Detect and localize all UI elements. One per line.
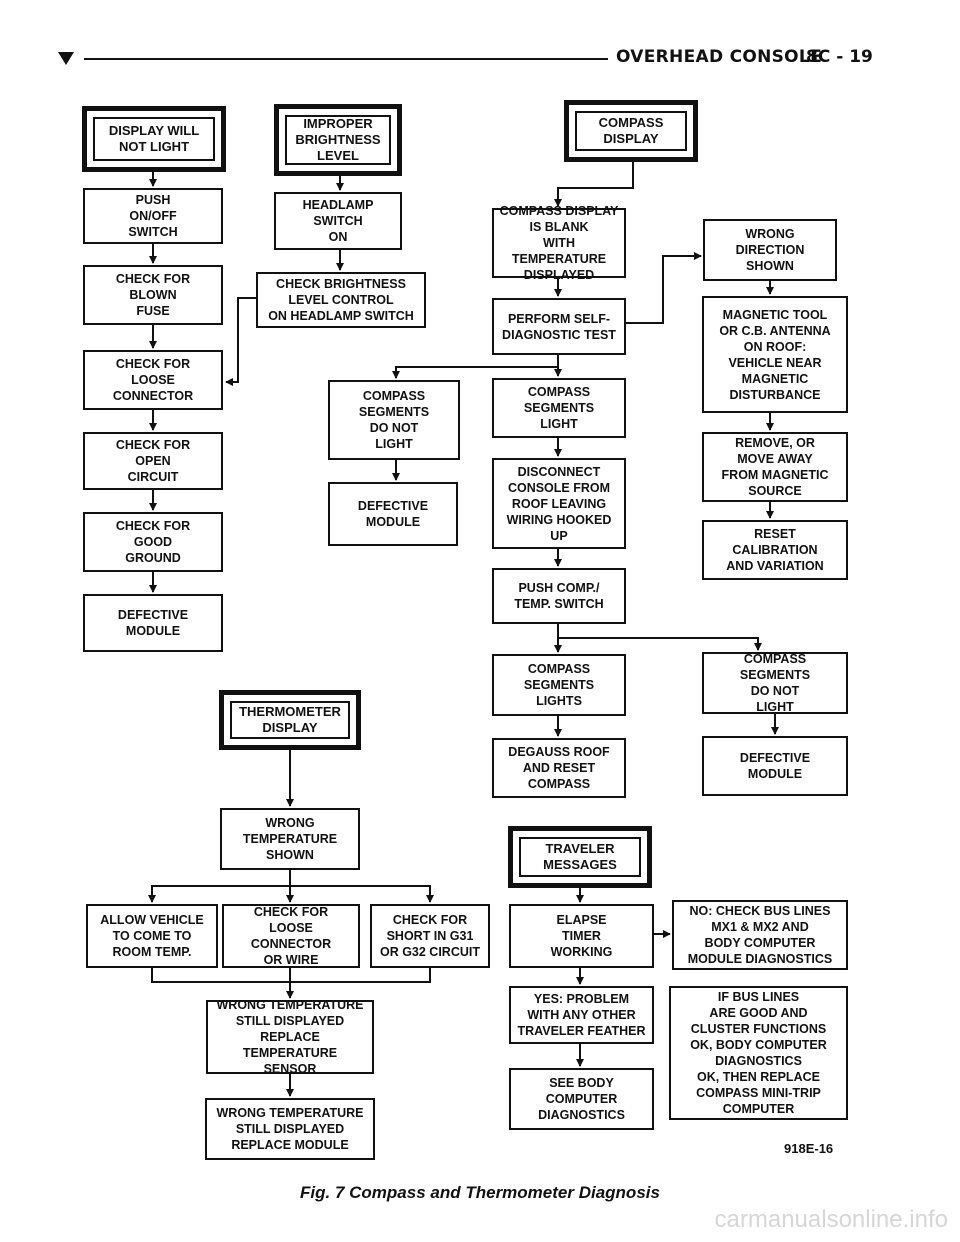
header-rule	[84, 58, 608, 60]
headlamp-switch-on-step: HEADLAMP SWITCH ON	[274, 192, 402, 250]
display-will-not-light-title: DISPLAY WILL NOT LIGHT	[82, 106, 226, 172]
yes-problem-step: YES: PROBLEM WITH ANY OTHER TRAVELER FEA…	[509, 986, 654, 1044]
push-on-off-switch-step: PUSH ON/OFF SWITCH	[83, 188, 223, 244]
thermometer-display-title: THERMOMETER DISPLAY	[219, 690, 361, 750]
magnetic-disturbance-step: MAGNETIC TOOL OR C.B. ANTENNA ON ROOF: V…	[702, 296, 848, 413]
figure-id: 918E-16	[784, 1141, 834, 1156]
check-blown-fuse-step: CHECK FOR BLOWN FUSE	[83, 265, 223, 325]
check-loose-connector-wire-step: CHECK FOR LOOSE CONNECTOR OR WIRE	[222, 904, 360, 968]
check-good-ground-step: CHECK FOR GOOD GROUND	[83, 512, 223, 572]
allow-room-temp-step: ALLOW VEHICLE TO COME TO ROOM TEMP.	[86, 904, 218, 968]
self-diagnostic-test-step: PERFORM SELF- DIAGNOSTIC TEST	[492, 298, 626, 355]
check-open-circuit-step: CHECK FOR OPEN CIRCUIT	[83, 432, 223, 490]
compass-display-title: COMPASS DISPLAY	[564, 100, 698, 162]
defective-module-a-step: DEFECTIVE MODULE	[328, 482, 458, 546]
disconnect-console-step: DISCONNECT CONSOLE FROM ROOF LEAVING WIR…	[492, 458, 626, 549]
reset-calibration-step: RESET CALIBRATION AND VARIATION	[702, 520, 848, 580]
see-body-computer-step: SEE BODY COMPUTER DIAGNOSTICS	[509, 1068, 654, 1130]
check-short-circuit-step: CHECK FOR SHORT IN G31 OR G32 CIRCUIT	[370, 904, 490, 968]
replace-sensor-step: WRONG TEMPERATURE STILL DISPLAYED REPLAC…	[206, 998, 374, 1076]
segments-do-not-light-step: COMPASS SEGMENTS DO NOT LIGHT	[328, 380, 460, 460]
check-brightness-level-step: CHECK BRIGHTNESS LEVEL CONTROL ON HEADLA…	[256, 272, 426, 328]
replace-mini-trip-step: IF BUS LINES ARE GOOD AND CLUSTER FUNCTI…	[669, 986, 848, 1120]
defective-module-b-step: DEFECTIVE MODULE	[702, 736, 848, 796]
wrong-direction-step: WRONG DIRECTION SHOWN	[703, 219, 837, 281]
segments-light-step: COMPASS SEGMENTS LIGHT	[492, 378, 626, 438]
push-comp-temp-switch-step: PUSH COMP./ TEMP. SWITCH	[492, 568, 626, 624]
check-bus-lines-step: NO: CHECK BUS LINES MX1 & MX2 AND BODY C…	[672, 900, 848, 970]
segments-do-not-light-b-step: COMPASS SEGMENTS DO NOT LIGHT	[702, 652, 848, 714]
header-triangle-icon	[58, 52, 74, 65]
check-loose-connector-step: CHECK FOR LOOSE CONNECTOR	[83, 350, 223, 410]
section-title: OVERHEAD CONSOLE	[616, 47, 822, 67]
watermark: carmanualsonline.info	[714, 1206, 948, 1233]
page-number: 8C - 19	[806, 47, 873, 67]
improper-brightness-title: IMPROPER BRIGHTNESS LEVEL	[274, 104, 402, 176]
figure-caption: Fig. 7 Compass and Thermometer Diagnosis	[300, 1183, 660, 1202]
defective-module-step: DEFECTIVE MODULE	[83, 594, 223, 652]
segments-lights-step: COMPASS SEGMENTS LIGHTS	[492, 654, 626, 716]
remove-magnetic-source-step: REMOVE, OR MOVE AWAY FROM MAGNETIC SOURC…	[702, 432, 848, 502]
elapse-timer-step: ELAPSE TIMER WORKING	[509, 904, 654, 968]
traveler-messages-title: TRAVELER MESSAGES	[508, 826, 652, 888]
compass-blank-step: COMPASS DISPLAY IS BLANK WITH TEMPERATUR…	[492, 204, 626, 282]
replace-module-step: WRONG TEMPERATURE STILL DISPLAYED REPLAC…	[205, 1098, 375, 1160]
degauss-roof-step: DEGAUSS ROOF AND RESET COMPASS	[492, 738, 626, 798]
wrong-temperature-step: WRONG TEMPERATURE SHOWN	[220, 808, 360, 870]
